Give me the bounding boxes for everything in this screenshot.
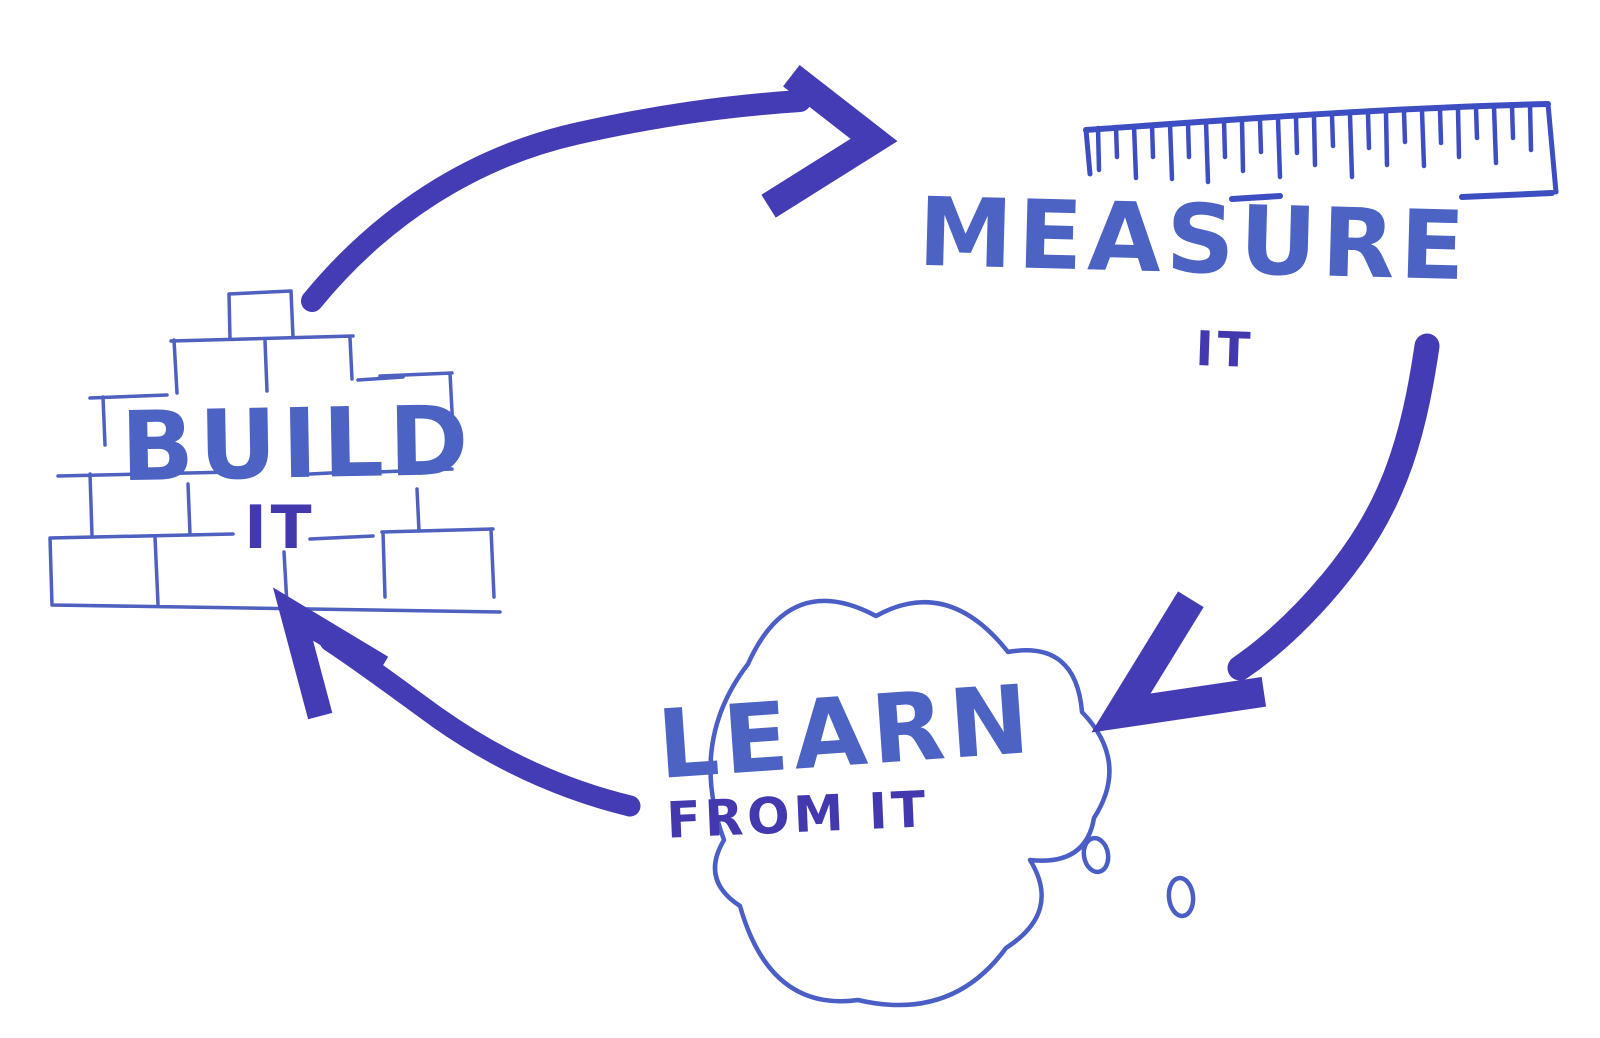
cloud-outline <box>708 598 1112 1008</box>
brick-wall-icon <box>48 289 502 614</box>
ruler-icon <box>1083 101 1559 202</box>
brick-row-5 <box>48 527 502 614</box>
brick-row-2 <box>169 334 405 395</box>
arrow-shaft <box>1227 333 1440 681</box>
thought-bubble-small <box>1166 875 1196 919</box>
brick-row-3 <box>88 371 455 447</box>
measure-sublabel: IT <box>1195 321 1256 379</box>
arrow-head <box>761 65 898 218</box>
learn-sublabel: FROM IT <box>665 780 930 849</box>
ruler-bottom-dashes <box>1229 190 1555 202</box>
brick-top <box>227 289 295 341</box>
measure-label: MEASURE <box>917 178 1471 302</box>
thought-cloud-icon <box>708 598 1196 1008</box>
build-label: BUILD <box>120 385 475 503</box>
brick-row-4 <box>56 467 454 537</box>
thought-bubble-large <box>1081 835 1111 875</box>
build-sublabel: IT <box>244 493 315 563</box>
learn-label: LEARN <box>654 665 1037 801</box>
ruler-ticks <box>1095 102 1534 185</box>
ruler-right-edge <box>1545 101 1559 195</box>
arrow-measure-to-learn-icon <box>1091 333 1440 733</box>
arrow-head <box>1091 591 1267 733</box>
ruler-left-edge <box>1083 127 1093 177</box>
arrow-learn-to-build-icon <box>272 587 641 817</box>
arrow-shaft <box>301 90 811 312</box>
arrow-head <box>272 587 389 720</box>
arrow-build-to-measure-icon <box>301 65 898 312</box>
